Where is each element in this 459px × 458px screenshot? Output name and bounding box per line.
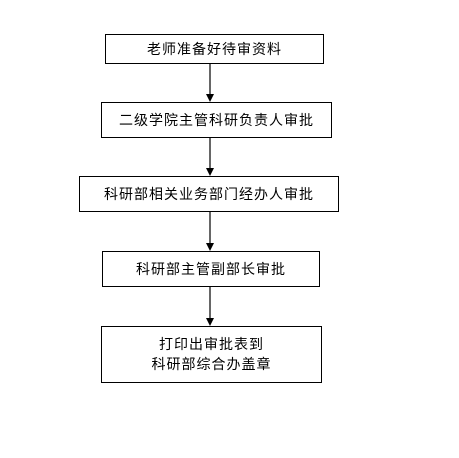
- step-print-and-stamp-line2: 科研部综合办盖章: [151, 356, 272, 373]
- step-deputy-director-approval-label: 科研部主管副部长审批: [136, 262, 286, 278]
- arrow-1: [206, 64, 214, 102]
- step-department-handler-approval: 科研部相关业务部门经办人审批: [79, 176, 339, 212]
- step-department-handler-approval-label: 科研部相关业务部门经办人审批: [104, 187, 314, 203]
- step-prepare-materials-label: 老师准备好待审资料: [147, 42, 282, 58]
- arrow-2: [206, 138, 214, 176]
- step-print-and-stamp: 打印出审批表到 科研部综合办盖章: [101, 326, 322, 383]
- arrow-3: [206, 212, 214, 251]
- step-college-approval-label: 二级学院主管科研负责人审批: [119, 113, 314, 129]
- step-deputy-director-approval: 科研部主管副部长审批: [102, 251, 320, 287]
- arrow-4: [206, 287, 214, 326]
- step-prepare-materials: 老师准备好待审资料: [105, 34, 324, 64]
- step-college-approval: 二级学院主管科研负责人审批: [101, 102, 332, 138]
- step-print-and-stamp-line1: 打印出审批表到: [159, 336, 264, 353]
